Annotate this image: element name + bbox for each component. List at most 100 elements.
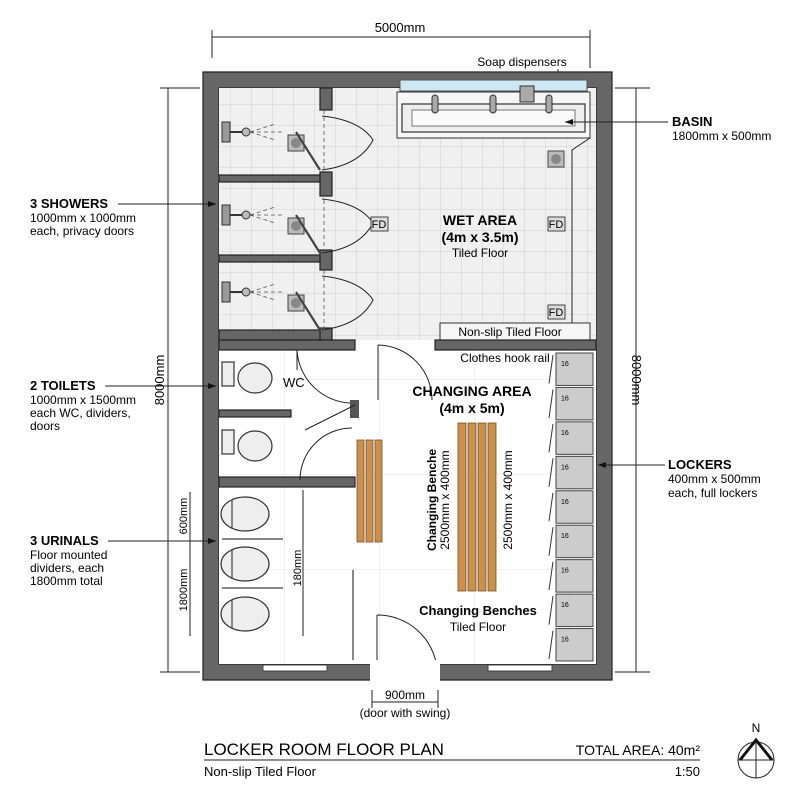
locker-door[interactable] xyxy=(548,561,554,591)
toilets: WC xyxy=(218,349,359,488)
svg-text:8000mm: 8000mm xyxy=(629,355,644,406)
svg-text:(4m x 3.5m): (4m x 3.5m) xyxy=(441,229,518,245)
svg-text:Floor mounted: Floor mounted xyxy=(30,548,107,562)
lockers: 16 16 16 16 16 16 16 16 16 xyxy=(548,352,594,662)
svg-text:each, privacy doors: each, privacy doors xyxy=(30,224,134,238)
locker-door[interactable] xyxy=(548,458,554,487)
bench-small xyxy=(356,439,383,543)
svg-text:2500mm x 400mm: 2500mm x 400mm xyxy=(501,450,515,549)
svg-text:600mm: 600mm xyxy=(178,498,190,535)
floor-drains: FD FD FD xyxy=(370,150,566,320)
svg-text:400mm x 500mm: 400mm x 500mm xyxy=(668,472,761,486)
basin xyxy=(396,79,591,139)
svg-text:1:50: 1:50 xyxy=(675,764,700,779)
entrance-door[interactable] xyxy=(376,614,438,669)
svg-text:1800mm total: 1800mm total xyxy=(30,574,103,588)
svg-text:900mm: 900mm xyxy=(385,688,425,702)
svg-text:180mm: 180mm xyxy=(292,550,304,587)
locker xyxy=(555,490,594,524)
svg-text:1800mm x 500mm: 1800mm x 500mm xyxy=(672,129,771,143)
windows xyxy=(262,664,553,672)
title-block: LOCKER ROOM FLOOR PLAN Non-slip Tiled Fl… xyxy=(204,740,700,779)
locker xyxy=(555,352,594,386)
shower-fixtures xyxy=(220,110,375,334)
urinals-annotation: 3 URINALS Floor mounted dividers, each 1… xyxy=(30,533,216,588)
svg-text:Non-slip Tiled Floor: Non-slip Tiled Floor xyxy=(204,764,317,779)
locker-number: 16 xyxy=(561,464,569,471)
svg-text:FD: FD xyxy=(549,219,564,231)
svg-text:1000mm x 1000mm: 1000mm x 1000mm xyxy=(30,211,136,225)
locker xyxy=(555,421,594,455)
left-dimension: 8000mm 600mm 1800mm xyxy=(152,87,200,673)
nonslip-label: Non-slip Tiled Floor xyxy=(458,325,561,339)
svg-text:LOCKERS: LOCKERS xyxy=(668,457,732,472)
locker-door[interactable] xyxy=(548,630,554,660)
svg-text:2500mm x 400mm: 2500mm x 400mm xyxy=(438,450,452,549)
locker xyxy=(555,628,594,662)
svg-text:N: N xyxy=(752,721,761,735)
svg-text:8000mm: 8000mm xyxy=(152,355,167,406)
locker-number: 16 xyxy=(561,568,569,575)
urinals: 180mm xyxy=(220,490,354,660)
locker-number: 16 xyxy=(561,499,569,506)
locker-door[interactable] xyxy=(548,423,554,453)
toilets-annotation: 2 TOILETS 1000mm x 1500mm each WC, divid… xyxy=(30,378,216,433)
svg-text:Tiled Floor: Tiled Floor xyxy=(450,620,506,634)
changing-floor xyxy=(219,350,596,664)
locker xyxy=(555,455,594,490)
locker-door[interactable] xyxy=(548,527,554,556)
svg-text:dividers, each: dividers, each xyxy=(30,561,104,575)
svg-text:each WC, dividers,: each WC, dividers, xyxy=(30,406,131,420)
svg-text:BASIN: BASIN xyxy=(672,114,712,129)
svg-text:CHANGING AREA: CHANGING AREA xyxy=(412,383,531,399)
svg-text:Changing Benches: Changing Benches xyxy=(419,603,537,618)
door-opening xyxy=(370,660,440,682)
divider-wall xyxy=(434,339,597,351)
wet-door[interactable] xyxy=(377,344,433,401)
bench-large xyxy=(457,422,497,592)
right-dimension: 8000mm xyxy=(615,87,650,673)
showers-annotation: 3 SHOWERS 1000mm x 1000mm each, privacy … xyxy=(30,196,216,238)
locker-number: 16 xyxy=(561,361,569,368)
locker-door[interactable] xyxy=(548,492,554,522)
svg-text:Tiled Floor: Tiled Floor xyxy=(452,246,508,260)
lockers-annotation: LOCKERS 400mm x 500mm each, full lockers xyxy=(598,457,761,500)
svg-text:3 URINALS: 3 URINALS xyxy=(30,533,99,548)
svg-text:Changing Benche: Changing Benche xyxy=(425,449,439,551)
svg-text:(4m x 5m): (4m x 5m) xyxy=(439,400,504,416)
plan-title: LOCKER ROOM FLOOR PLAN xyxy=(204,740,444,759)
svg-text:doors: doors xyxy=(30,419,60,433)
door-dimension: 900mm (door with swing) xyxy=(360,688,451,720)
locker-number: 16 xyxy=(561,395,569,402)
locker-number: 16 xyxy=(561,533,569,540)
svg-text:5000mm: 5000mm xyxy=(375,20,426,35)
soap-label: Soap dispensers xyxy=(477,55,566,69)
svg-text:(door with swing): (door with swing) xyxy=(360,706,451,720)
changing-labels: CHANGING AREA (4m x 5m) Changing Benche … xyxy=(412,383,537,634)
svg-text:each, full lockers: each, full lockers xyxy=(668,486,757,500)
locker-door[interactable] xyxy=(548,596,554,625)
svg-text:FD: FD xyxy=(372,219,387,231)
divider-wall xyxy=(218,339,356,351)
basin-annotation: BASIN 1800mm x 500mm xyxy=(565,114,771,143)
shower-stalls xyxy=(218,87,333,341)
svg-text:1800mm: 1800mm xyxy=(178,569,190,612)
svg-text:3 SHOWERS: 3 SHOWERS xyxy=(30,196,108,211)
svg-text:WC: WC xyxy=(283,375,305,390)
top-dimension: 5000mm xyxy=(211,20,591,68)
north-arrow-icon: N xyxy=(737,721,775,779)
svg-text:1000mm x 1500mm: 1000mm x 1500mm xyxy=(30,393,136,407)
locker-door[interactable] xyxy=(548,354,554,384)
locker xyxy=(555,593,594,628)
locker-door[interactable] xyxy=(548,389,554,418)
svg-text:TOTAL AREA: 40m²: TOTAL AREA: 40m² xyxy=(576,742,701,758)
rail-label: Clothes hook rail xyxy=(460,351,549,365)
locker-number: 16 xyxy=(561,430,569,437)
svg-text:2 TOILETS: 2 TOILETS xyxy=(30,378,96,393)
locker-number: 16 xyxy=(561,637,569,644)
locker xyxy=(555,559,594,593)
svg-text:WET AREA: WET AREA xyxy=(443,212,517,228)
locker-number: 16 xyxy=(561,602,569,609)
svg-text:FD: FD xyxy=(549,307,564,319)
